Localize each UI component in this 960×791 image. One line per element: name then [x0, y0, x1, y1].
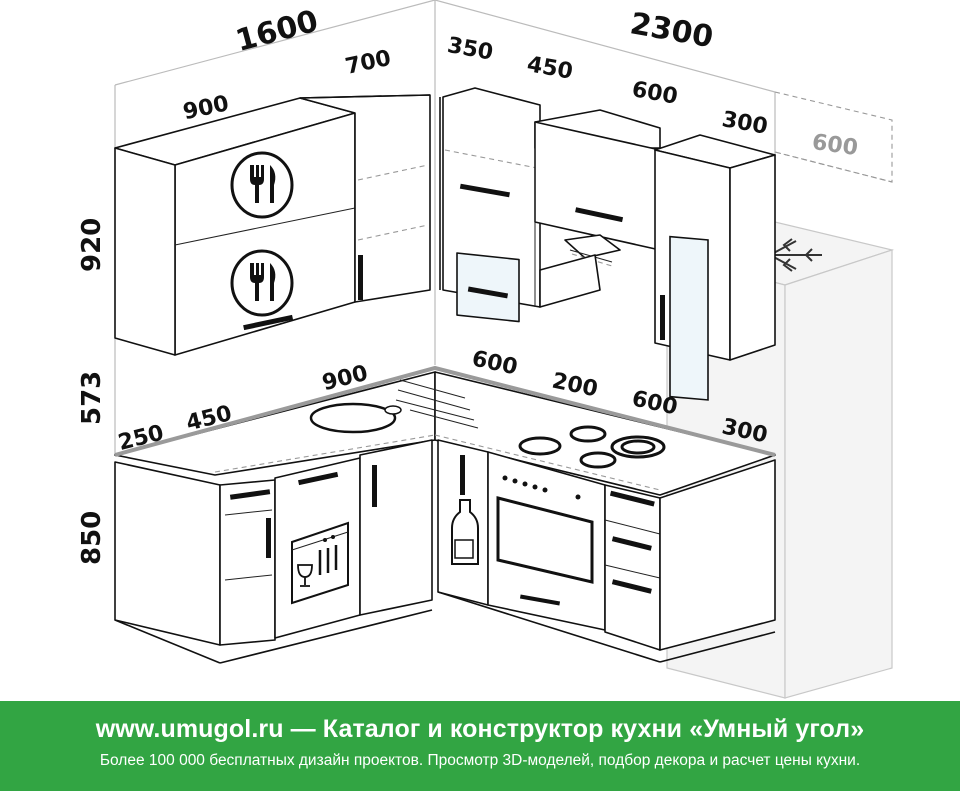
upper-cabinets-left: [114, 94, 431, 356]
cooktop-icon: [518, 425, 666, 469]
dishwasher-symbol-icon: [291, 521, 349, 605]
bottle-icon: [451, 499, 479, 565]
fork-knife-plate-icon: [230, 151, 294, 219]
footer-headline: www.umugol.ru — Каталог и конструктор ку…: [0, 715, 960, 744]
footer-separator: —: [290, 715, 316, 743]
dim-gap-height: 573: [77, 371, 107, 425]
base-cabinets-left: [114, 439, 433, 664]
fork-knife-plate-icon: [230, 249, 294, 317]
dim-upper-right-600: 600: [630, 77, 680, 110]
dim-upper-right-350: 350: [445, 33, 495, 66]
oven-icon: [496, 475, 594, 606]
sink-icon: [309, 379, 479, 434]
site-link[interactable]: www.umugol.ru: [95, 715, 284, 743]
dim-upper-right-450: 450: [525, 52, 575, 85]
dim-base-height: 850: [77, 511, 107, 565]
countertop: [114, 365, 776, 496]
footer-title: Каталог и конструктор кухни «Умный угол»: [322, 715, 865, 743]
dim-upper-right-300: 300: [720, 107, 770, 140]
dim-left-total: 1600: [232, 4, 322, 59]
dim-upper-height: 920: [77, 218, 107, 272]
base-cabinets-right: [437, 439, 776, 663]
footer-banner: www.umugol.ru — Каталог и конструктор ку…: [0, 701, 960, 791]
kitchen-drawing: 1600 2300 920 573 850 900 700 350 450 60…: [77, 0, 895, 699]
dim-upper-corner-700: 700: [343, 46, 393, 80]
dim-right-total: 2300: [627, 6, 715, 55]
upper-cabinets-right: [439, 87, 776, 401]
dim-base-right-600: 600: [470, 346, 520, 380]
footer-subtitle: Более 100 000 бесплатных дизайн проектов…: [99, 752, 861, 769]
dim-fridge-600: 600: [810, 130, 859, 161]
